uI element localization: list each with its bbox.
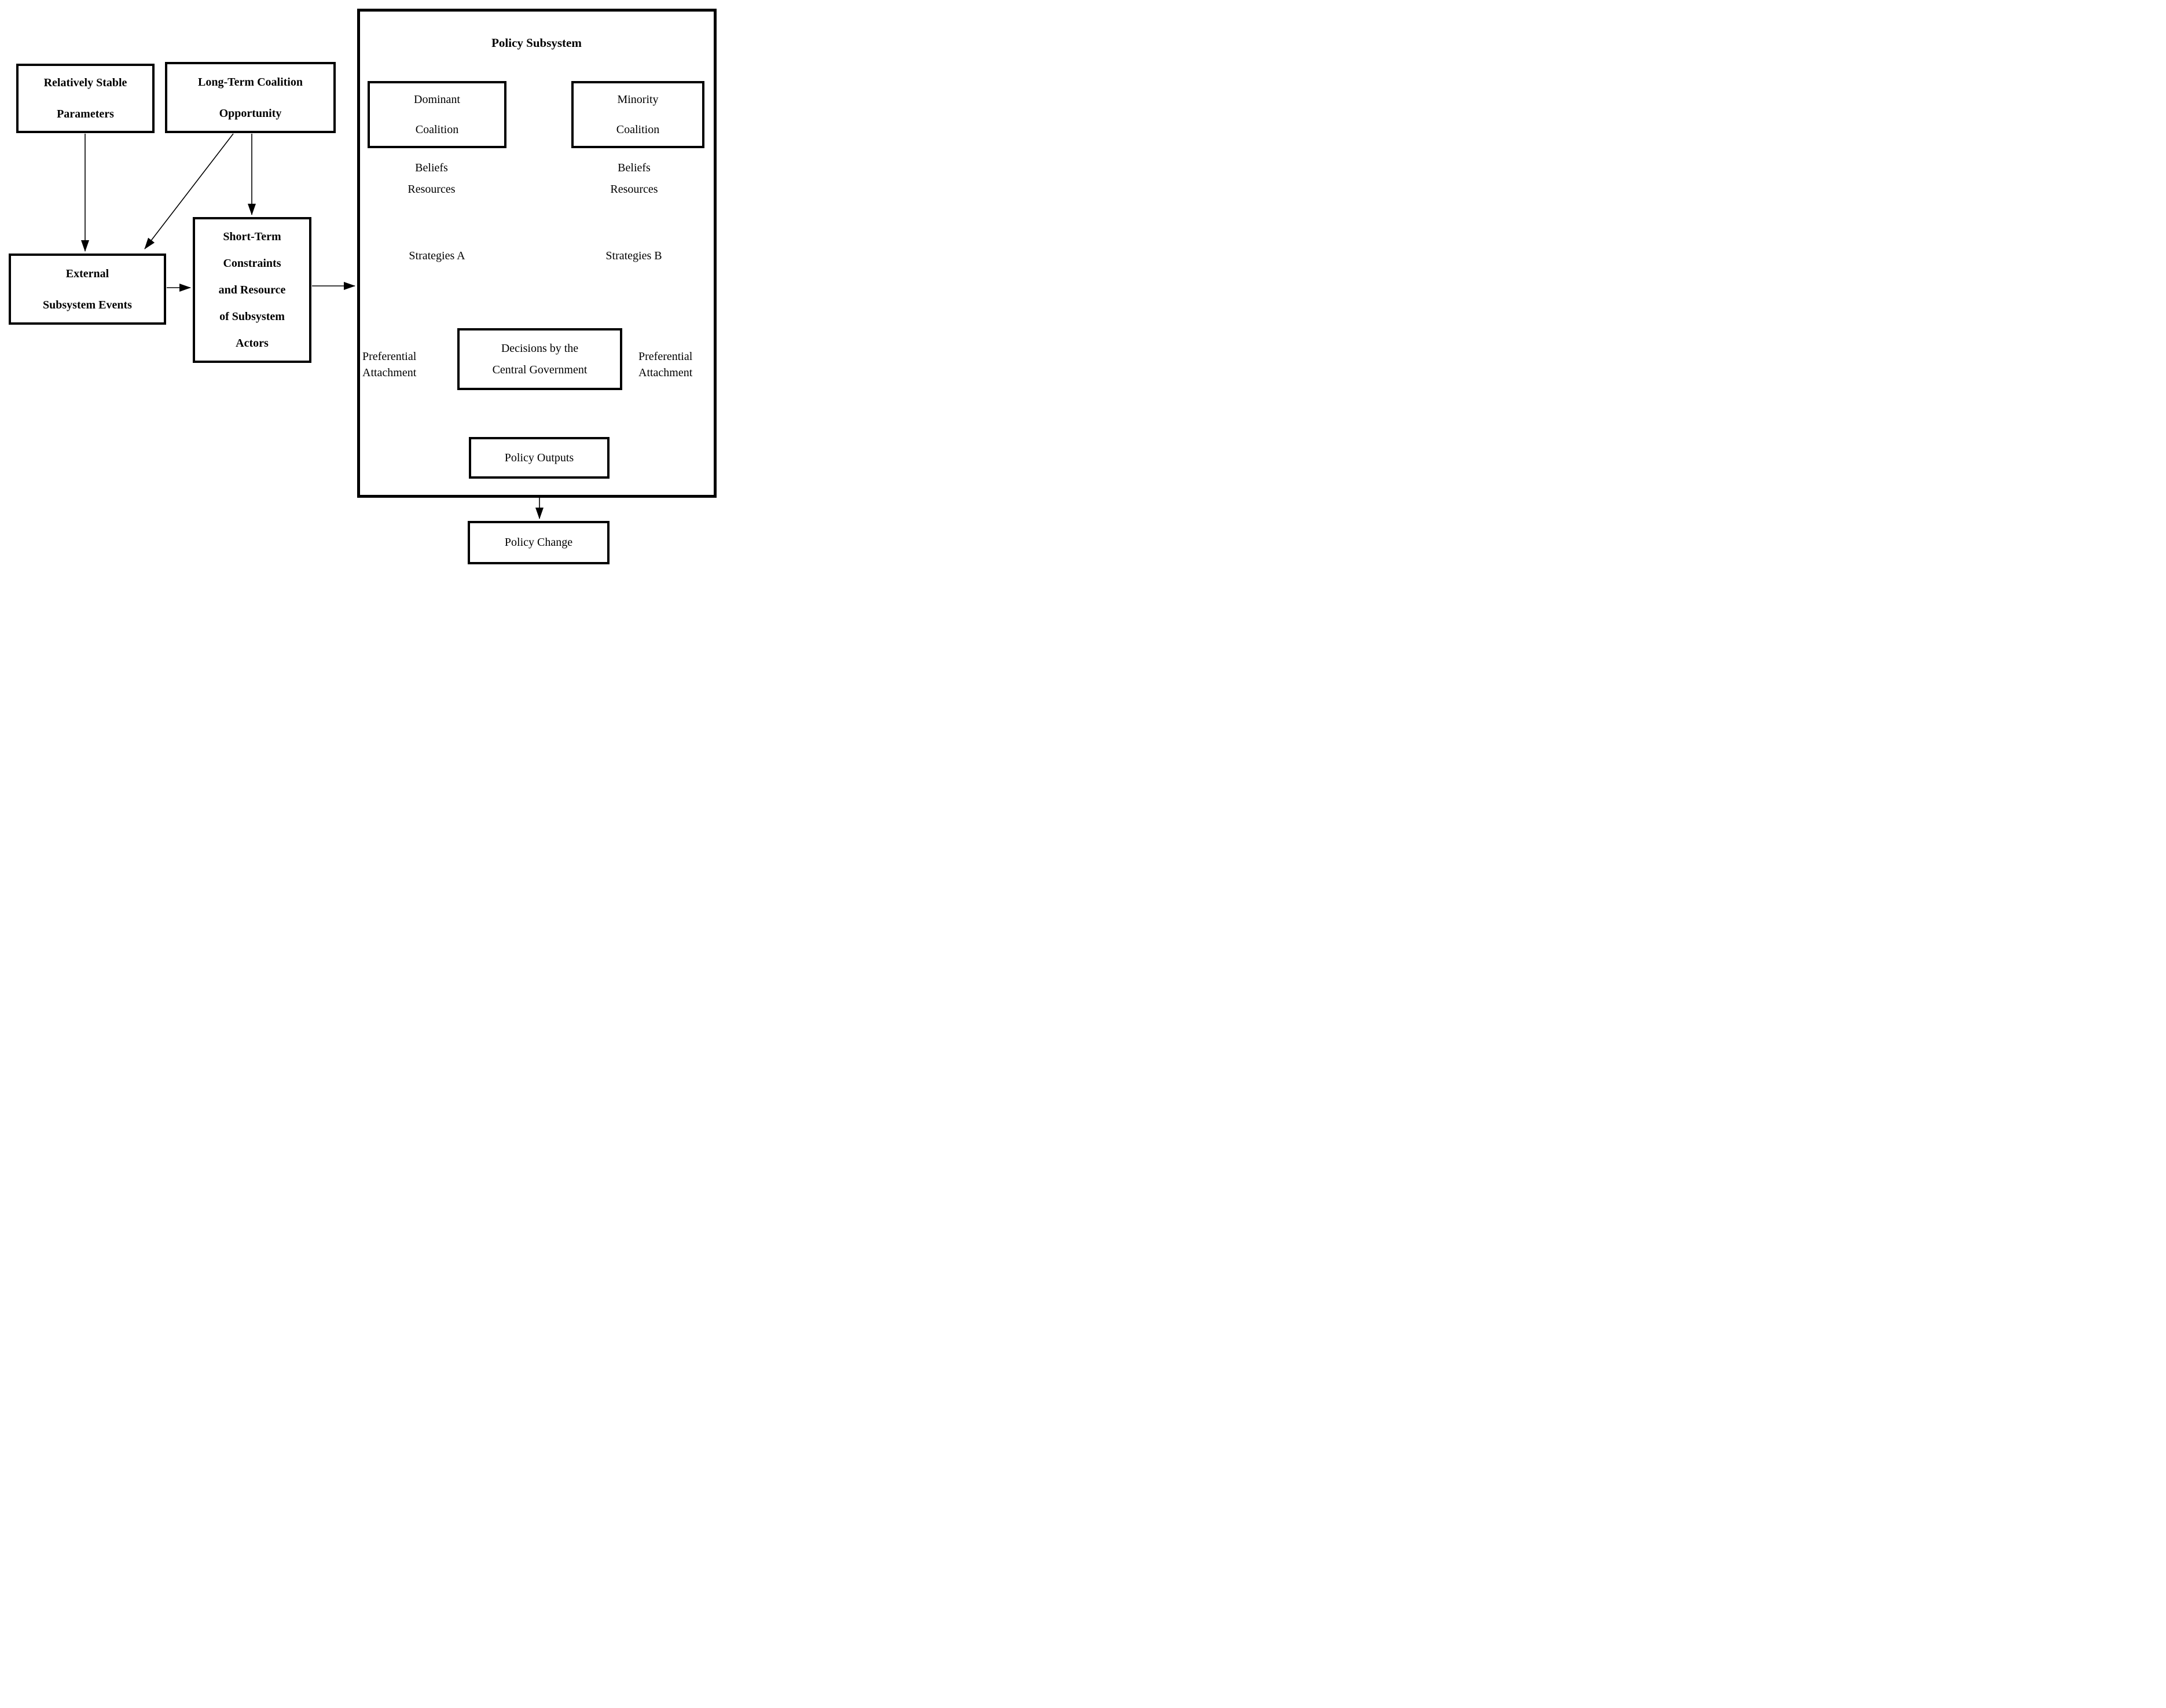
- node-label-line: Minority: [617, 93, 659, 106]
- label-line: Beliefs: [415, 161, 448, 174]
- beliefs-resources-label-left: Beliefs Resources: [392, 157, 471, 200]
- relatively-stable-parameters-box: Relatively Stable Parameters: [16, 64, 155, 133]
- policy-subsystem-title: Policy Subsystem: [491, 36, 582, 50]
- node-label-line: Subsystem Events: [43, 298, 132, 311]
- policy-change-box: Policy Change: [468, 521, 610, 564]
- node-label-line: External: [65, 267, 109, 280]
- strategies-b-label: Strategies B: [605, 249, 662, 262]
- node-label-line: Central Government: [492, 363, 588, 376]
- external-subsystem-events-box: External Subsystem Events: [9, 254, 166, 325]
- node-label-line: Policy Outputs: [504, 451, 574, 464]
- beliefs-resources-label-right: Beliefs Resources: [595, 157, 673, 200]
- short-term-constraints-box: Short-Term Constraints and Resource of S…: [193, 217, 311, 363]
- label-line: Resources: [407, 183, 456, 196]
- label-line: Preferential: [638, 350, 693, 363]
- node-label-line: Relatively Stable: [43, 76, 127, 89]
- label-line: Resources: [610, 183, 658, 196]
- node-label-line: of Subsystem: [219, 310, 285, 323]
- node-label-line: Opportunity: [219, 106, 282, 120]
- node-label-line: Coalition: [616, 123, 660, 136]
- node-label-line: Coalition: [415, 123, 459, 136]
- decisions-central-government-box: Decisions by the Central Government: [457, 328, 622, 390]
- node-label-line: Constraints: [223, 257, 281, 270]
- node-label-line: Policy Change: [504, 536, 573, 549]
- strategies-a-label: Strategies A: [409, 249, 465, 262]
- node-label-line: Parameters: [57, 108, 114, 120]
- node-label-line: Actors: [236, 337, 269, 350]
- acf-policy-diagram: Policy Subsystem Relatively Stable Param…: [0, 0, 722, 570]
- node-label-line: Long-Term Coalition: [198, 75, 303, 89]
- dominant-coalition-box: Dominant Coalition: [368, 81, 506, 148]
- label-line: Preferential: [362, 350, 417, 363]
- label-line: Attachment: [362, 366, 417, 379]
- node-label-line: Short-Term: [223, 230, 281, 243]
- long-term-coalition-opportunity-box: Long-Term Coalition Opportunity: [165, 62, 336, 133]
- preferential-attachment-label-left: Preferential Attachment: [362, 348, 440, 381]
- preferential-attachment-label-right: Preferential Attachment: [638, 348, 716, 381]
- node-label-line: Dominant: [414, 93, 460, 106]
- policy-outputs-box: Policy Outputs: [469, 437, 610, 479]
- label-line: Beliefs: [618, 161, 651, 174]
- minority-coalition-box: Minority Coalition: [571, 81, 704, 148]
- node-label-line: and Resource: [218, 284, 286, 296]
- label-line: Attachment: [638, 366, 693, 379]
- node-label-line: Decisions by the: [501, 341, 579, 355]
